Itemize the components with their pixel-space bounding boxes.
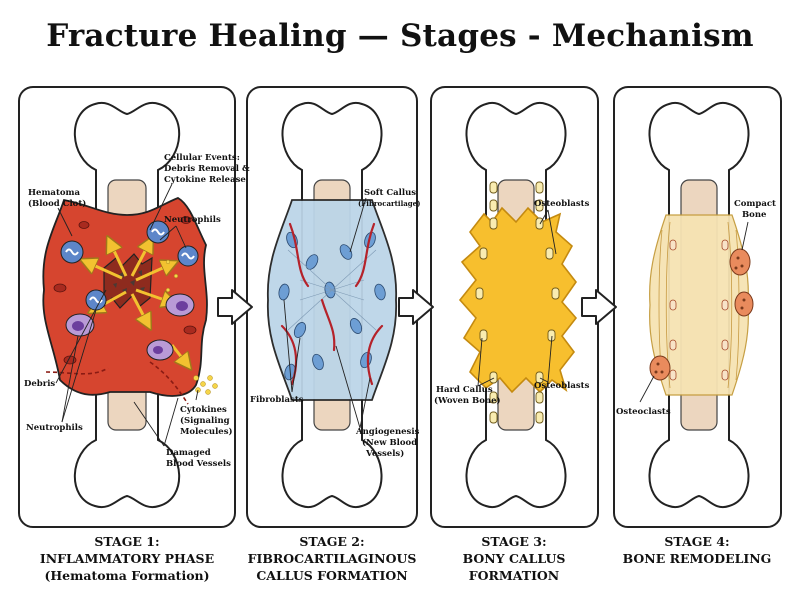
stage-1-number: STAGE 1:	[94, 534, 160, 549]
arrow-stage3-to-4	[581, 289, 617, 325]
stage-1-illustration: Cellular Events: Debris Removal & Cytoki…	[24, 101, 250, 509]
neutrophil-cells	[60, 220, 199, 311]
label-debris: Debris	[24, 379, 55, 389]
label-angiogenesis: Angiogenesis	[355, 427, 420, 437]
macrophage-cells	[65, 293, 195, 361]
label-cellular-events-3: Cytokine Release	[164, 175, 246, 185]
label-fibroblasts: Fibroblasts	[250, 395, 304, 405]
stage-4-number: STAGE 4:	[664, 534, 730, 549]
label-hematoma: Hematoma	[28, 188, 81, 198]
label-angiogenesis-3: Vessels)	[365, 448, 404, 459]
osteoblast-cells	[475, 181, 560, 424]
arrow-stage1-to-2	[217, 289, 253, 325]
label-neutrophils-top: Neutrophils	[164, 215, 221, 225]
arrow-stage2-to-3	[398, 289, 434, 325]
label-cytokines-2: (Signaling	[180, 415, 230, 426]
label-hematoma-2: (Blood Clot)	[28, 198, 86, 209]
debris-fragments	[113, 270, 145, 294]
label-hard-callus-2: (Woven Bone)	[434, 395, 501, 406]
stage-4-caption: STAGE 4: BONE REMODELING	[602, 533, 792, 567]
label-compact-bone-2: Bone	[742, 210, 767, 220]
label-angiogenesis-2: (New Blood	[362, 437, 417, 448]
label-soft-callus-2: (Fibrocartilage)	[358, 199, 420, 208]
label-damaged-vessels: Damaged	[166, 448, 211, 458]
label-cytokines-3: Molecules)	[180, 426, 233, 437]
stage-3-subtitle: FORMATION	[468, 568, 560, 583]
stage-3-number: STAGE 3:	[481, 534, 547, 549]
label-cytokines: Cytokines	[180, 405, 227, 415]
stage-3-caption: STAGE 3: BONY CALLUS FORMATION	[419, 533, 609, 584]
stage-2-name: FIBROCARTILAGINOUS	[247, 551, 417, 566]
page-title: Fracture Healing — Stages - Mechanism	[46, 18, 754, 54]
label-soft-callus: Soft Callus	[364, 188, 416, 198]
stage-4-name: BONE REMODELING	[622, 551, 772, 566]
stage-2-illustration: Soft Callus (Fibrocartilage) Fibroblasts…	[250, 101, 420, 509]
label-hard-callus: Hard Callus	[436, 385, 493, 395]
stage-2-subtitle: CALLUS FORMATION	[256, 568, 408, 583]
stage-2-caption: STAGE 2: FIBROCARTILAGINOUS CALLUS FORMA…	[237, 533, 427, 584]
collagen-fibres	[287, 249, 377, 331]
stage-3-name: BONY CALLUS	[462, 551, 566, 566]
damaged-vessel	[45, 361, 189, 405]
label-compact-bone: Compact	[734, 199, 776, 209]
label-osteoclasts: Osteoclasts	[616, 407, 671, 417]
stage-1-name: INFLAMMATORY PHASE	[39, 551, 215, 566]
stage-2-number: STAGE 2:	[299, 534, 365, 549]
hard-callus	[458, 206, 578, 394]
stage-1-caption: STAGE 1: INFLAMMATORY PHASE (Hematoma Fo…	[32, 533, 222, 584]
stage-3-illustration: Osteoblasts Osteoblasts Hard Callus (Wov…	[434, 101, 590, 509]
red-blood-cells	[53, 216, 197, 365]
osteocyte-cells	[669, 239, 729, 381]
label-damaged-vessels-2: Blood Vessels	[166, 459, 231, 469]
label-cellular-events: Cellular Events:	[164, 153, 240, 163]
label-osteoblasts-bottom: Osteoblasts	[534, 381, 590, 391]
label-osteoblasts-top: Osteoblasts	[534, 199, 590, 209]
cytokine-dots	[165, 259, 218, 395]
stage-1-subtitle: (Hematoma Formation)	[44, 568, 210, 583]
stage-4-illustration: Compact Bone Osteoclasts	[616, 101, 776, 509]
new-blood-vessels	[280, 222, 384, 386]
label-neutrophils-bottom: Neutrophils	[26, 423, 83, 433]
soft-callus	[266, 199, 398, 401]
label-cellular-events-2: Debris Removal &	[164, 164, 250, 174]
